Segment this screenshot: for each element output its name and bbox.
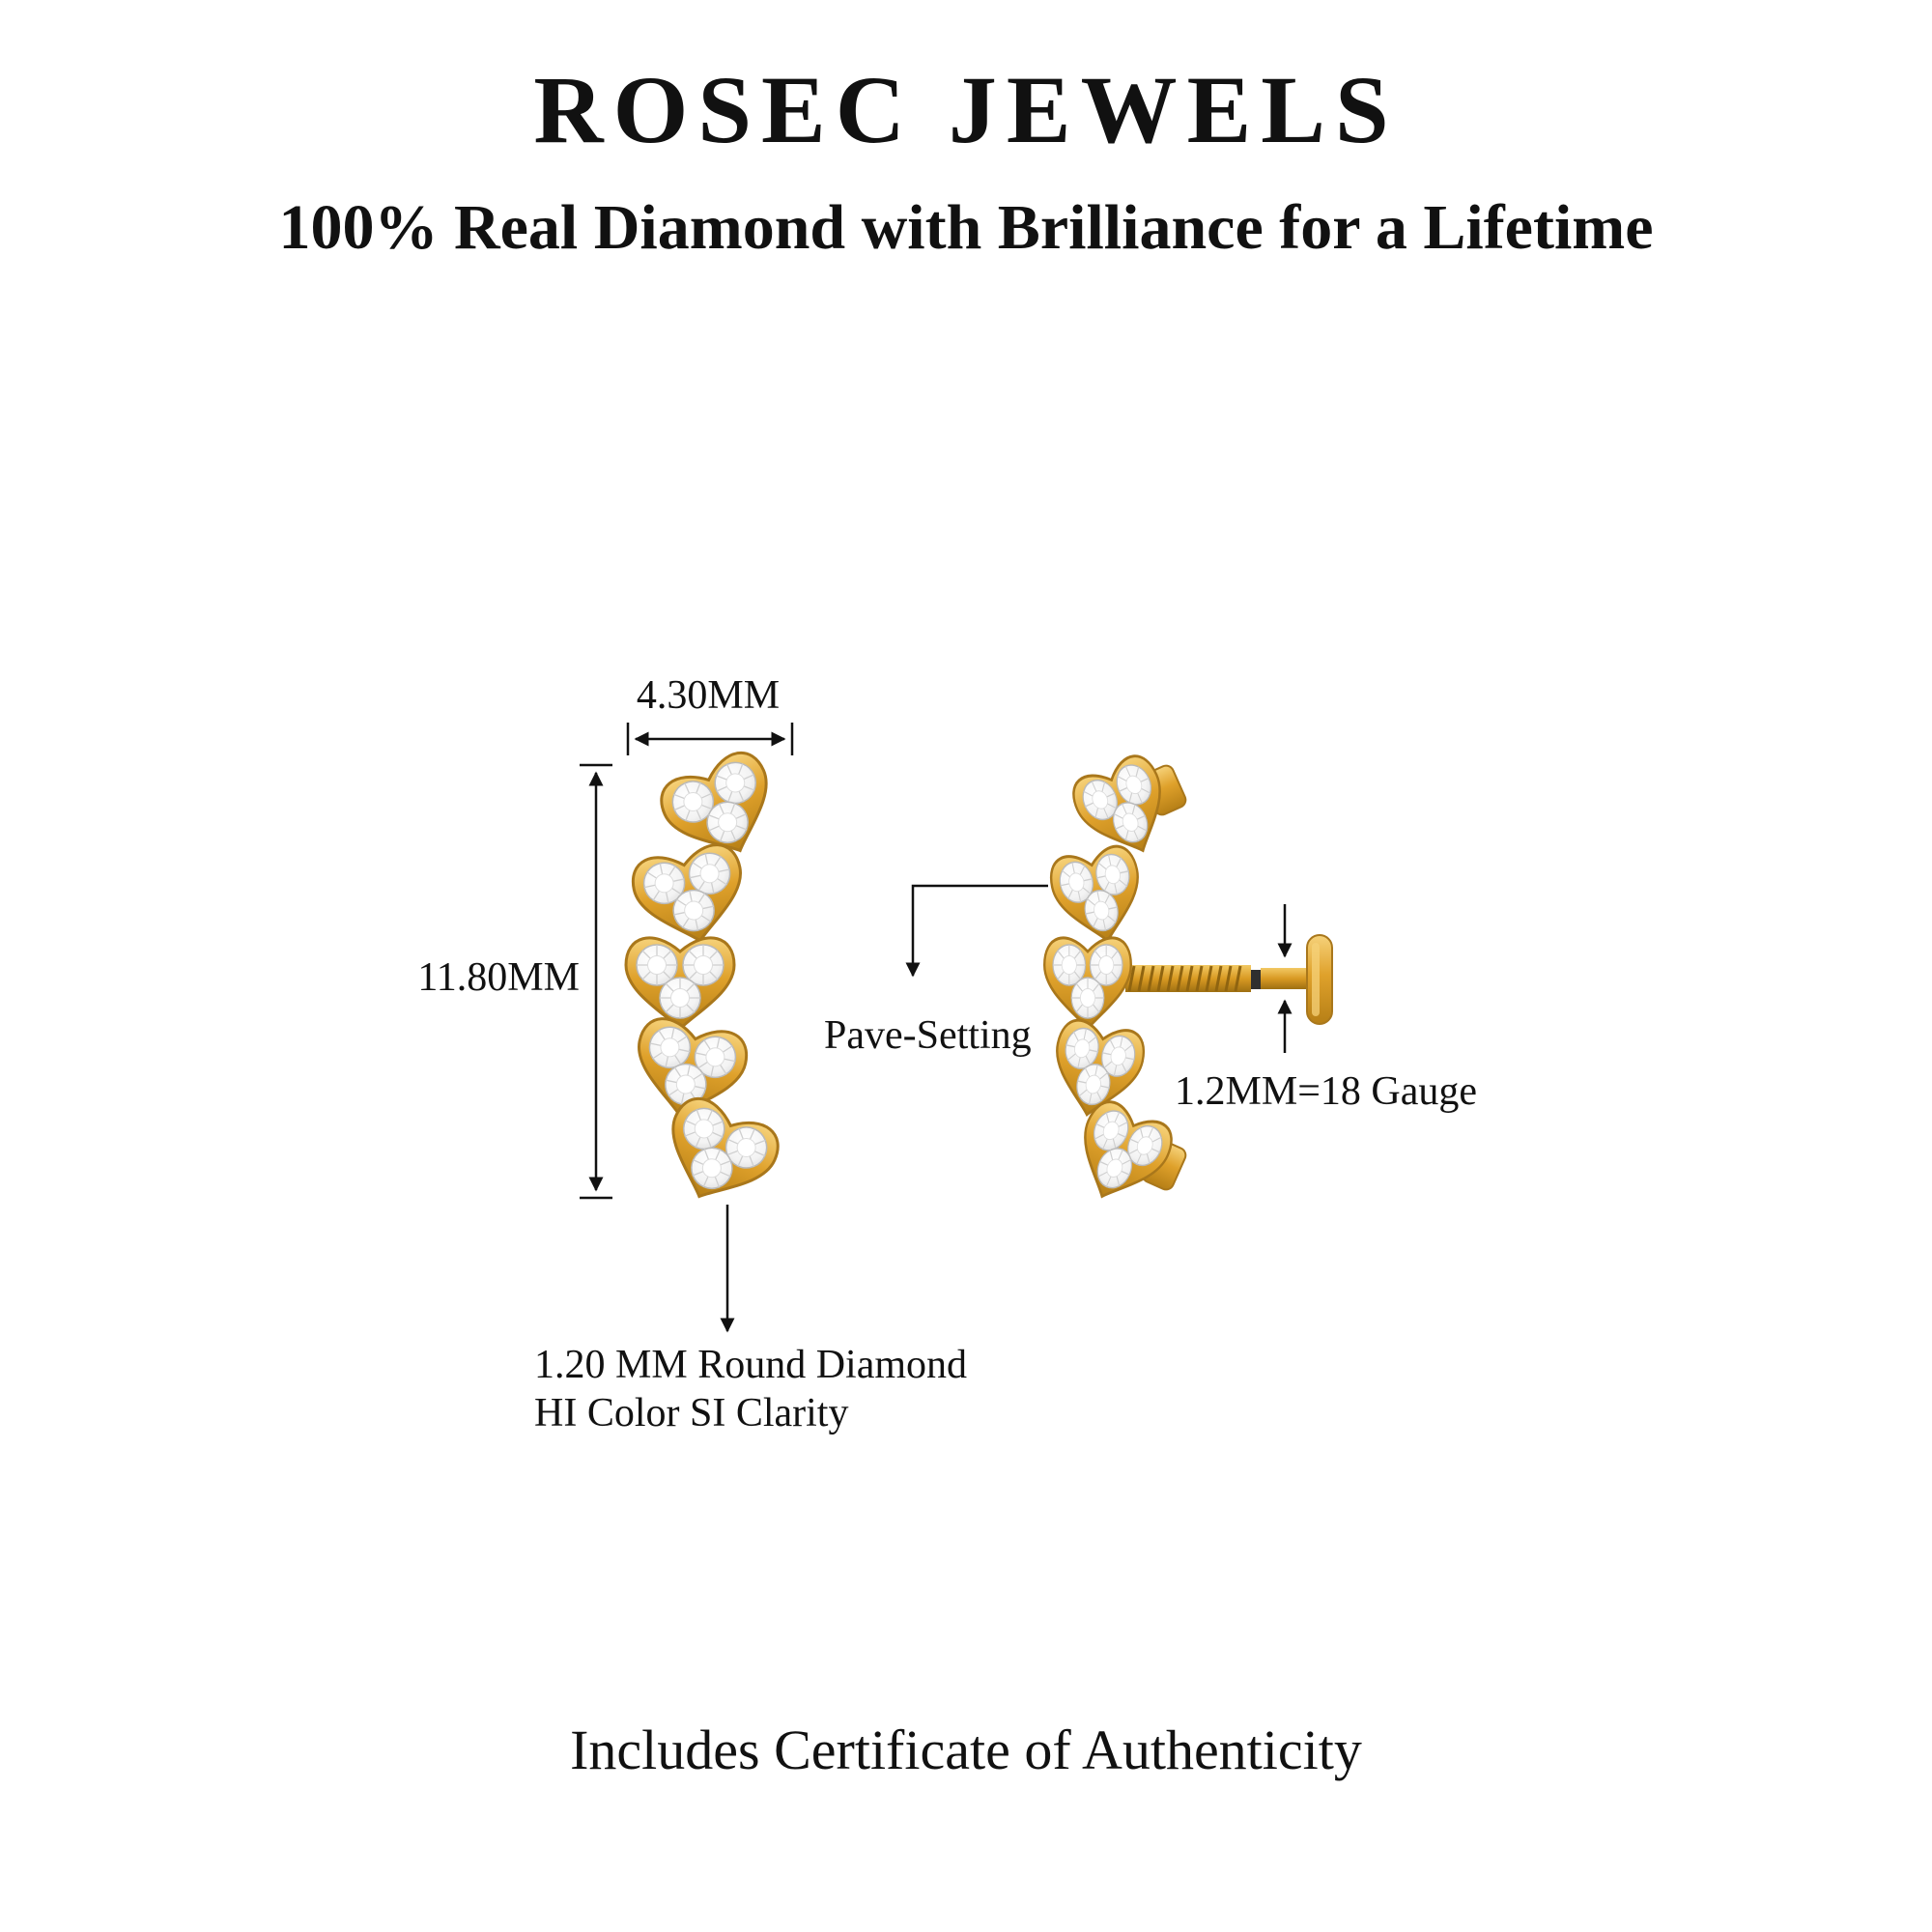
post-threads: [1127, 965, 1242, 992]
brand-tagline: 100% Real Diamond with Brilliance for a …: [278, 192, 1654, 263]
post-gap: [1251, 970, 1261, 989]
diamond-size-label: 1.20 MM Round Diamond: [534, 1343, 968, 1387]
width-dimension-label: 4.30MM: [636, 673, 781, 718]
brand-title: ROSEC JEWELS: [533, 56, 1399, 163]
dim-height-11-80mm: [580, 763, 612, 1200]
pave-setting-label: Pave-Setting: [824, 1013, 1032, 1058]
dim-width-4-30mm: [626, 723, 794, 755]
front-view-earring: [626, 746, 789, 1219]
earring-post: [1125, 934, 1333, 1025]
gauge-dimension-label: 1.2MM=18 Gauge: [1175, 1069, 1477, 1114]
disc-highlight: [1312, 943, 1320, 1016]
height-dimension-label: 11.80MM: [417, 955, 580, 1000]
pave-setting-leader-arrow: [905, 884, 1048, 978]
diamond-spec-note: 1.20 MM Round Diamond HI Color SI Clarit…: [534, 1341, 967, 1438]
post-shaft: [1261, 968, 1309, 989]
certificate-note: Includes Certificate of Authenticity: [570, 1719, 1362, 1781]
side-view-earring: [1044, 750, 1333, 1213]
diamond-clarity-label: HI Color SI Clarity: [534, 1391, 849, 1436]
